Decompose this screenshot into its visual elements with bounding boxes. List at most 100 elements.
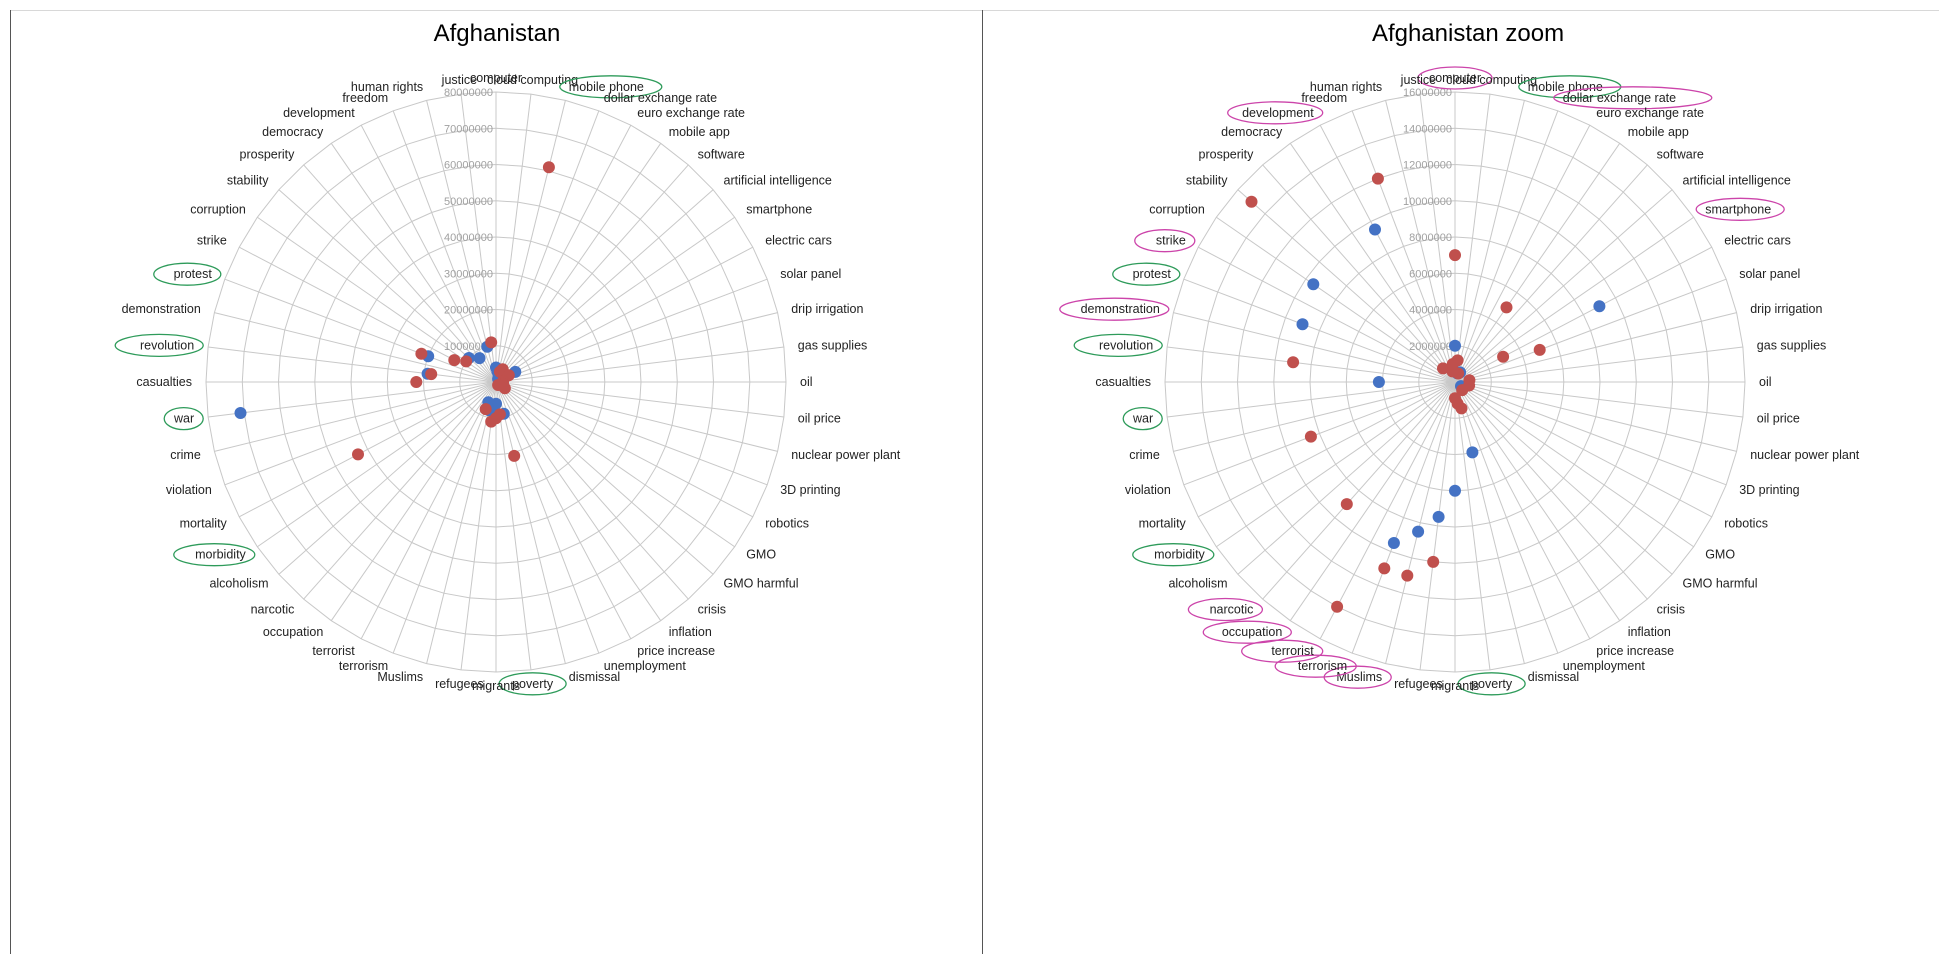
grid-spoke	[495, 381, 768, 486]
category-label-gmo: GMO	[1705, 548, 1735, 562]
category-label-prosperity: prosperity	[1199, 148, 1255, 162]
grid-spoke	[495, 312, 778, 383]
data-point-terrorist	[1331, 600, 1344, 613]
grid-spoke	[495, 381, 662, 621]
highlight-oval-pink	[1059, 297, 1170, 321]
grid-spoke	[1454, 278, 1727, 383]
data-point-casualties	[1372, 376, 1385, 388]
category-label-software: software	[698, 148, 745, 162]
category-label-democracy: democracy	[262, 125, 324, 139]
category-label-oil-price: oil price	[798, 412, 841, 426]
category-label-gmo-harmful: GMO harmful	[724, 577, 799, 591]
grid-spoke	[1454, 381, 1727, 486]
grid-spoke	[224, 278, 497, 383]
category-label-price-increase: price increase	[637, 644, 715, 658]
category-label-violation: violation	[166, 483, 212, 497]
highlight-oval-pink	[1227, 101, 1324, 125]
data-point-revolution	[1287, 356, 1300, 369]
radial-tick-label: 8000000	[1409, 232, 1452, 244]
grid-spoke	[1454, 381, 1743, 418]
grid-spoke	[460, 381, 497, 670]
radar-chart-afghanistan-zoom: 2000000400000060000008000000100000001200…	[1059, 66, 1860, 696]
grid-spoke	[495, 164, 689, 383]
data-point-inflation	[492, 379, 505, 391]
grid-spoke	[426, 381, 497, 664]
radial-tick-label: 10000000	[444, 341, 493, 353]
category-label-gas-supplies: gas supplies	[798, 338, 868, 352]
grid-spoke	[495, 381, 532, 670]
grid-spoke	[1319, 124, 1456, 383]
grid-spoke	[1289, 143, 1456, 383]
grid-spoke	[495, 381, 735, 548]
data-point-terrorism	[479, 403, 492, 416]
category-label-crime: crime	[1129, 448, 1160, 462]
grid-spoke	[238, 381, 497, 518]
grid-spoke	[1262, 164, 1456, 383]
grid-spoke	[1173, 381, 1456, 452]
category-label-dismissal: dismissal	[1528, 670, 1579, 684]
category-label-war: war	[173, 412, 194, 426]
series-1-points	[352, 161, 555, 462]
data-point-justice	[485, 336, 498, 349]
data-point-corruption	[460, 355, 473, 368]
category-label-mobile-app: mobile app	[669, 125, 730, 139]
category-label-solar-panel: solar panel	[780, 267, 841, 281]
grid-spoke	[1167, 381, 1456, 418]
grid-spoke	[1454, 164, 1648, 383]
category-label-dismissal: dismissal	[569, 670, 620, 684]
grid-spoke	[495, 381, 600, 654]
category-label-demonstration: demonstration	[1081, 302, 1160, 316]
grid-spoke	[495, 100, 566, 383]
grid-spoke	[495, 381, 778, 452]
data-point-migrants	[1449, 484, 1461, 497]
grid-spoke	[1454, 381, 1713, 518]
category-label-terrorist: terrorist	[1271, 644, 1314, 658]
grid-spoke	[1454, 94, 1491, 383]
category-label-justice: justice	[441, 73, 477, 87]
category-label-migrants: migrants	[472, 679, 520, 693]
data-point-development	[1369, 223, 1381, 236]
highlight-oval-green	[173, 543, 256, 567]
category-label-strike: strike	[1156, 234, 1186, 248]
category-label-euro-exchange-rate: euro exchange rate	[1596, 106, 1704, 120]
grid-spoke	[360, 381, 497, 640]
grid-spoke	[1183, 381, 1456, 486]
series-0-points	[1296, 223, 1606, 549]
grid-spoke	[495, 381, 689, 600]
highlight-oval-pink	[1695, 197, 1785, 221]
grid-spoke	[1454, 110, 1559, 383]
highlight-oval-green	[1122, 406, 1163, 431]
category-label-3d-printing: 3D printing	[780, 483, 840, 497]
category-label-freedom: freedom	[1301, 91, 1347, 105]
category-label-computer: computer	[470, 71, 522, 85]
grid-spoke	[495, 381, 566, 664]
radial-tick-label: 60000000	[444, 160, 493, 172]
highlight-oval-pink	[1274, 654, 1357, 678]
category-label-human-rights: human rights	[1310, 80, 1382, 94]
category-label-migrants: migrants	[1431, 679, 1479, 693]
category-label-muslims: Muslims	[377, 670, 423, 684]
radial-tick-label: 40000000	[444, 232, 493, 244]
category-label-protest: protest	[174, 267, 213, 281]
grid-spoke	[278, 381, 497, 575]
data-point-mortality	[352, 448, 364, 461]
category-label-terrorist: terrorist	[312, 644, 355, 658]
grid-spoke	[495, 346, 784, 383]
category-label-corruption: corruption	[1149, 202, 1205, 216]
data-point-revolution	[425, 368, 438, 381]
grid-spoke	[1262, 381, 1456, 600]
data-point-mobile-phone	[542, 161, 555, 174]
data-point-terrorism	[1387, 537, 1400, 549]
grid-spoke	[1454, 381, 1525, 664]
radar-grid	[1164, 91, 1746, 673]
grid-spoke	[208, 381, 497, 418]
category-label-freedom: freedom	[342, 91, 388, 105]
category-label-occupation: occupation	[263, 625, 324, 639]
grid-spoke	[1237, 189, 1456, 383]
category-label-alcoholism: alcoholism	[1168, 577, 1227, 591]
radial-tick-label: 6000000	[1409, 268, 1452, 280]
data-point-democracy	[473, 352, 486, 365]
grid-spoke	[1454, 381, 1694, 548]
grid-spoke	[495, 94, 532, 383]
